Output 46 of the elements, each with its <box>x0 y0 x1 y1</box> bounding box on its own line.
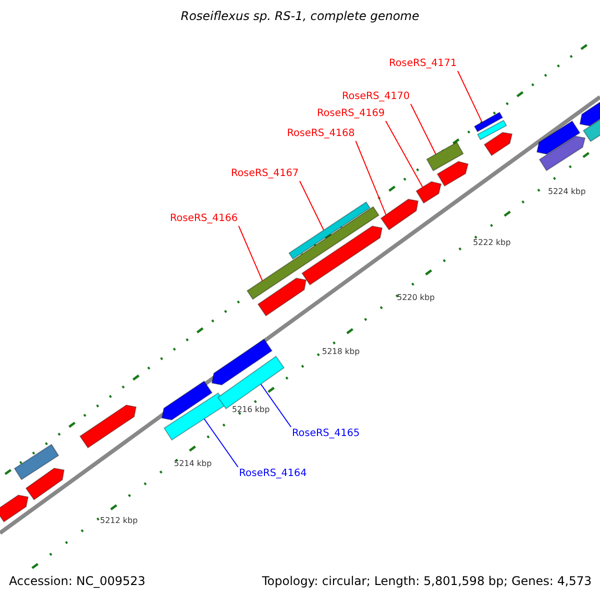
gene-feature <box>79 404 137 448</box>
scale-label: 5220 kbp <box>397 292 435 304</box>
gene-feature <box>25 468 65 500</box>
gene-feature <box>211 338 273 386</box>
gene-feature <box>536 120 580 155</box>
scale-label: 5214 kbp <box>174 458 212 470</box>
gene-feature <box>288 201 371 260</box>
scale-label: 5212 kbp <box>100 515 138 527</box>
leader-line <box>260 384 292 428</box>
gene-feature <box>14 444 60 480</box>
leader-line <box>457 70 483 123</box>
gene-feature <box>538 136 586 172</box>
gene-feature <box>416 181 442 204</box>
gene-feature <box>0 494 29 522</box>
leader-line <box>410 104 436 155</box>
scale-label: 5224 kbp <box>548 186 586 198</box>
gene-label: RoseRS_4165 <box>292 428 360 440</box>
gene-feature <box>257 278 307 316</box>
gene-feature <box>476 120 508 140</box>
gene-label: RoseRS_4169 <box>317 108 385 120</box>
gene-feature <box>436 160 469 187</box>
gene-feature <box>246 206 380 300</box>
gene-feature <box>474 112 504 132</box>
gene-label: RoseRS_4170 <box>342 91 410 103</box>
scale-label: 5222 kbp <box>473 237 511 249</box>
gene-feature <box>426 142 464 172</box>
leader-line <box>355 140 386 216</box>
leader-line <box>385 120 424 188</box>
title: Roseiflexus sp. RS-1, complete genome <box>180 10 420 22</box>
gene-label: RoseRS_4164 <box>239 468 307 480</box>
gene-label: RoseRS_4166 <box>170 213 238 225</box>
genome-info-text: Topology: circular; Length: 5,801,598 bp; Genes: 4,573 <box>262 575 592 587</box>
gene-feature <box>301 226 383 286</box>
leader-line <box>204 418 238 468</box>
gene-feature <box>484 132 513 156</box>
gene-label: RoseRS_4171 <box>389 58 457 70</box>
scale-label: 5216 kbp <box>232 404 270 416</box>
gene-label: RoseRS_4167 <box>231 168 299 180</box>
gene-label: RoseRS_4168 <box>287 128 355 140</box>
leader-line <box>299 180 324 231</box>
gene-feature <box>164 392 226 441</box>
scale-label: 5218 kbp <box>322 346 360 358</box>
accession-text: Accession: NC_009523 <box>9 575 146 587</box>
gene-feature <box>161 380 213 420</box>
leader-line <box>238 226 263 282</box>
gene-feature <box>380 198 419 230</box>
